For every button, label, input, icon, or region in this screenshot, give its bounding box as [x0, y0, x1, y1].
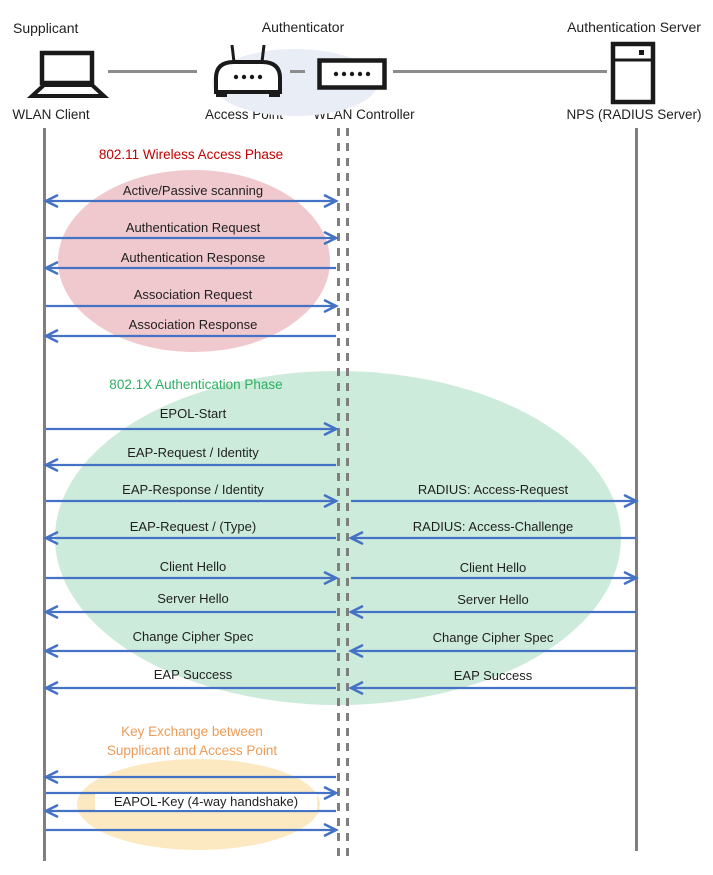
message-label: Association Request	[133, 287, 253, 302]
access-point-icon	[214, 44, 282, 97]
message-label: Change Cipher Spec	[132, 629, 254, 644]
wlan-controller-icon	[317, 58, 387, 90]
message-label: RADIUS: Access-Request	[417, 482, 569, 497]
message-label: EAP Success	[453, 668, 533, 683]
phase-8021x-title: 802.1X Authentication Phase	[109, 377, 283, 392]
link-client-ap	[108, 70, 197, 73]
message-label: EAP-Request / (Type)	[129, 519, 257, 534]
role-supplicant-label: Supplicant	[13, 20, 79, 36]
lifeline-wlan-client	[43, 128, 46, 861]
link-ap-controller	[290, 70, 305, 73]
message-label: Active/Passive scanning	[122, 183, 264, 198]
message-label: EAP Success	[153, 667, 233, 682]
message-label: Client Hello	[159, 559, 227, 574]
message-label: EAPOL-Key (4-way handshake)	[95, 794, 317, 810]
laptop-icon	[26, 50, 110, 98]
role-authenticator-label: Authenticator	[261, 19, 345, 35]
message-label: Client Hello	[459, 560, 527, 575]
message-label: Authentication Response	[120, 250, 266, 265]
message-label: Change Cipher Spec	[432, 630, 554, 645]
message-label: Server Hello	[157, 591, 229, 606]
role-authentication-server-label: Authentication Server	[567, 19, 701, 35]
lifeline-wlan-controller-left	[337, 128, 340, 856]
phase-key-exchange-title: Key Exchange between Supplicant and Acce…	[107, 722, 277, 760]
phase-key-exchange-title-line2: Supplicant and Access Point	[106, 743, 278, 758]
phase-key-exchange-title-line1: Key Exchange between	[121, 724, 263, 739]
device-wlan-client-label: WLAN Client	[12, 107, 90, 122]
message-label: Association Response	[128, 317, 258, 332]
message-label: Server Hello	[457, 592, 529, 607]
lifeline-wlan-controller-right	[346, 128, 349, 856]
message-label: RADIUS: Access-Challenge	[412, 519, 574, 534]
message-label: EPOL-Start	[159, 406, 227, 421]
link-controller-server	[393, 70, 607, 73]
message-label: EAP-Request / Identity	[127, 445, 259, 460]
phase-80211-title: 802.11 Wireless Access Phase	[98, 147, 284, 162]
server-icon	[610, 41, 656, 105]
message-label: EAP-Response / Identity	[122, 482, 264, 497]
device-nps-label: NPS (RADIUS Server)	[566, 107, 702, 122]
message-label: Authentication Request	[125, 220, 261, 235]
lifeline-nps	[635, 128, 638, 851]
